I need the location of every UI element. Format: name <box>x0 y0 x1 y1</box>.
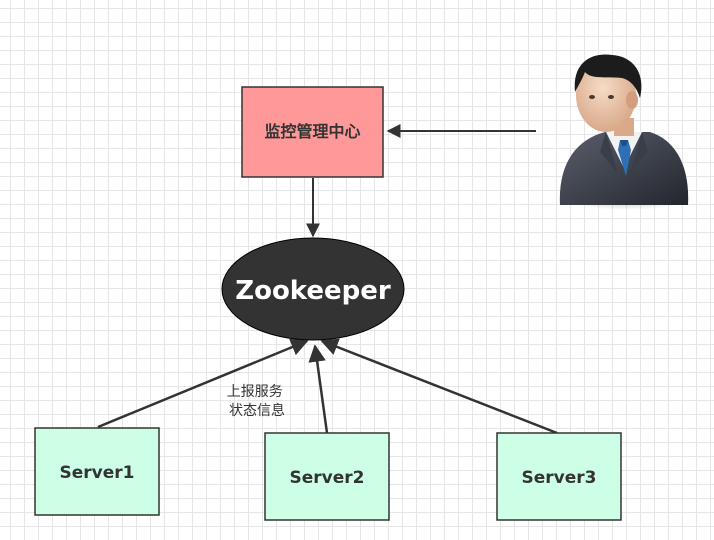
edges <box>97 124 558 435</box>
monitor-center-node[interactable]: 监控管理中心 <box>241 86 384 178</box>
zookeeper-node[interactable]: Zookeeper <box>221 237 405 341</box>
server1-node[interactable]: Server1 <box>34 427 160 516</box>
edge-server3-to-zookeeper <box>320 338 558 435</box>
server2-node[interactable]: Server2 <box>264 432 390 521</box>
edge-server2-to-zookeeper <box>308 344 329 434</box>
server3-box <box>496 432 622 521</box>
edge-label-line-2: 状态信息 <box>229 402 285 419</box>
server3-node[interactable]: Server3 <box>496 432 622 521</box>
server3-label: Server3 <box>522 468 597 488</box>
monitor-center-box <box>241 86 384 178</box>
zookeeper-label: Zookeeper <box>235 276 391 306</box>
server2-box <box>264 432 390 521</box>
zookeeper-ellipse <box>221 237 405 341</box>
edge-server1-to-zookeeper <box>97 338 309 429</box>
server2-label: Server2 <box>290 468 365 488</box>
edge-label-line-1: 上报服务 <box>227 384 283 400</box>
server1-box <box>34 427 160 516</box>
businessman-icon <box>559 54 689 210</box>
server1-label: Server1 <box>60 463 135 483</box>
monitor-center-label: 监控管理中心 <box>264 122 360 141</box>
edge-label-report-status: 上报服务 状态信息 <box>227 384 287 419</box>
